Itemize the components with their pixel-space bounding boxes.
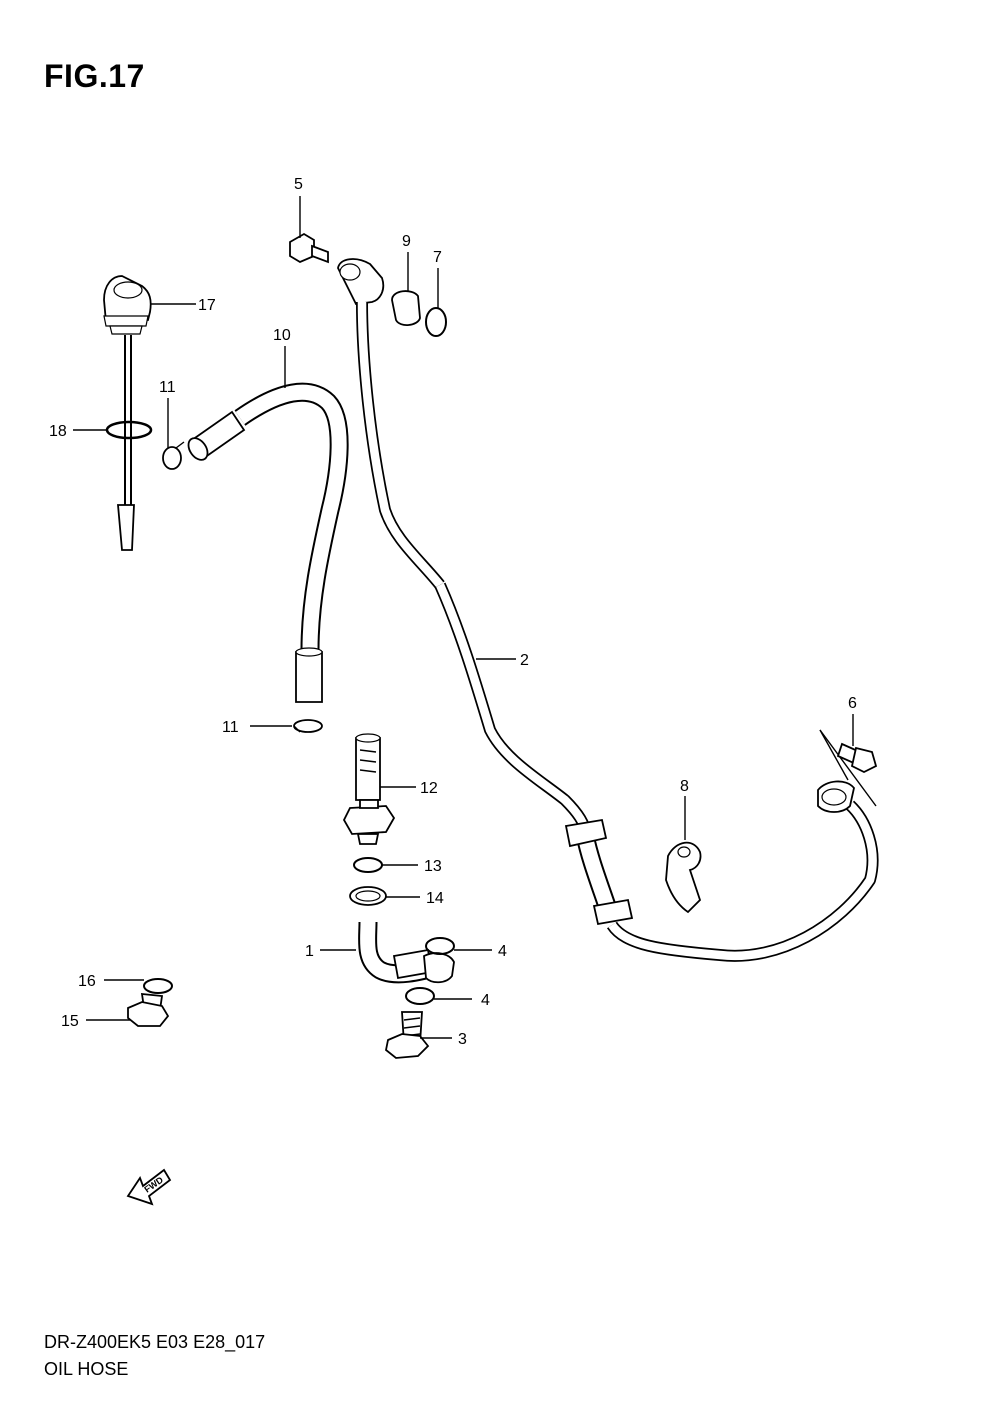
callout-8: 8	[680, 778, 689, 795]
callout-10: 10	[273, 327, 291, 344]
part-12-union[interactable]	[342, 733, 396, 845]
callout-6: 6	[848, 695, 857, 712]
part-5-bolt[interactable]	[289, 232, 329, 264]
callout-11-upper: 11	[159, 379, 176, 396]
callout-16: 18	[49, 423, 67, 440]
part-10-breather-hose[interactable]	[185, 382, 349, 703]
callout-3: 3	[458, 1031, 467, 1048]
callout-13: 13	[424, 858, 442, 875]
callout-11-lower: 11	[222, 719, 239, 736]
part-11-lower-clip[interactable]	[293, 719, 323, 733]
part-18-washer[interactable]	[143, 978, 173, 994]
part-6-bolt[interactable]	[819, 729, 878, 807]
figure-title: FIG.17	[44, 58, 145, 94]
part-16-o-ring[interactable]	[105, 420, 153, 440]
part-11-upper-clip[interactable]	[162, 441, 185, 470]
part-9-spacer[interactable]	[391, 290, 421, 326]
callout-labels: 5 9 7 17 10 11 18 2 11 6 8 12 13 14 1 4 …	[49, 176, 857, 1048]
callout-9: 9	[402, 233, 411, 250]
leader-lines	[73, 196, 854, 1039]
part-13-washer[interactable]	[353, 857, 383, 873]
callout-14: 14	[426, 890, 444, 907]
callout-4-lower: 4	[481, 992, 490, 1009]
callout-7: 7	[433, 249, 442, 266]
part-7-gasket[interactable]	[425, 307, 447, 337]
callout-12: 12	[420, 780, 438, 797]
part-2-oil-hose[interactable]	[337, 258, 879, 962]
callout-15: 17	[198, 297, 216, 314]
callout-4-upper: 4	[498, 943, 507, 960]
part-3-union-bolt[interactable]	[385, 1011, 430, 1059]
callout-2: 2	[520, 652, 529, 669]
part-17-drain-plug[interactable]	[127, 992, 170, 1027]
part-8-clamp[interactable]	[665, 841, 702, 914]
part-4-lower-washer[interactable]	[405, 987, 435, 1005]
callout-18: 16	[78, 973, 96, 990]
part-4-upper-washer[interactable]	[425, 937, 455, 955]
part-15-filler-cap[interactable]	[103, 275, 152, 551]
callout-17: 15	[61, 1013, 79, 1030]
footer-model-code: DR-Z400EK5 E03 E28_017	[44, 1332, 266, 1352]
part-14-hose-clamp[interactable]	[349, 886, 387, 906]
footer-figure-name: OIL HOSE	[44, 1359, 129, 1379]
part-1-elbow-hose[interactable]	[358, 921, 455, 984]
fwd-arrow-icon: FWD	[126, 1168, 172, 1206]
callout-1: 1	[305, 943, 314, 960]
callout-5: 5	[294, 176, 303, 193]
